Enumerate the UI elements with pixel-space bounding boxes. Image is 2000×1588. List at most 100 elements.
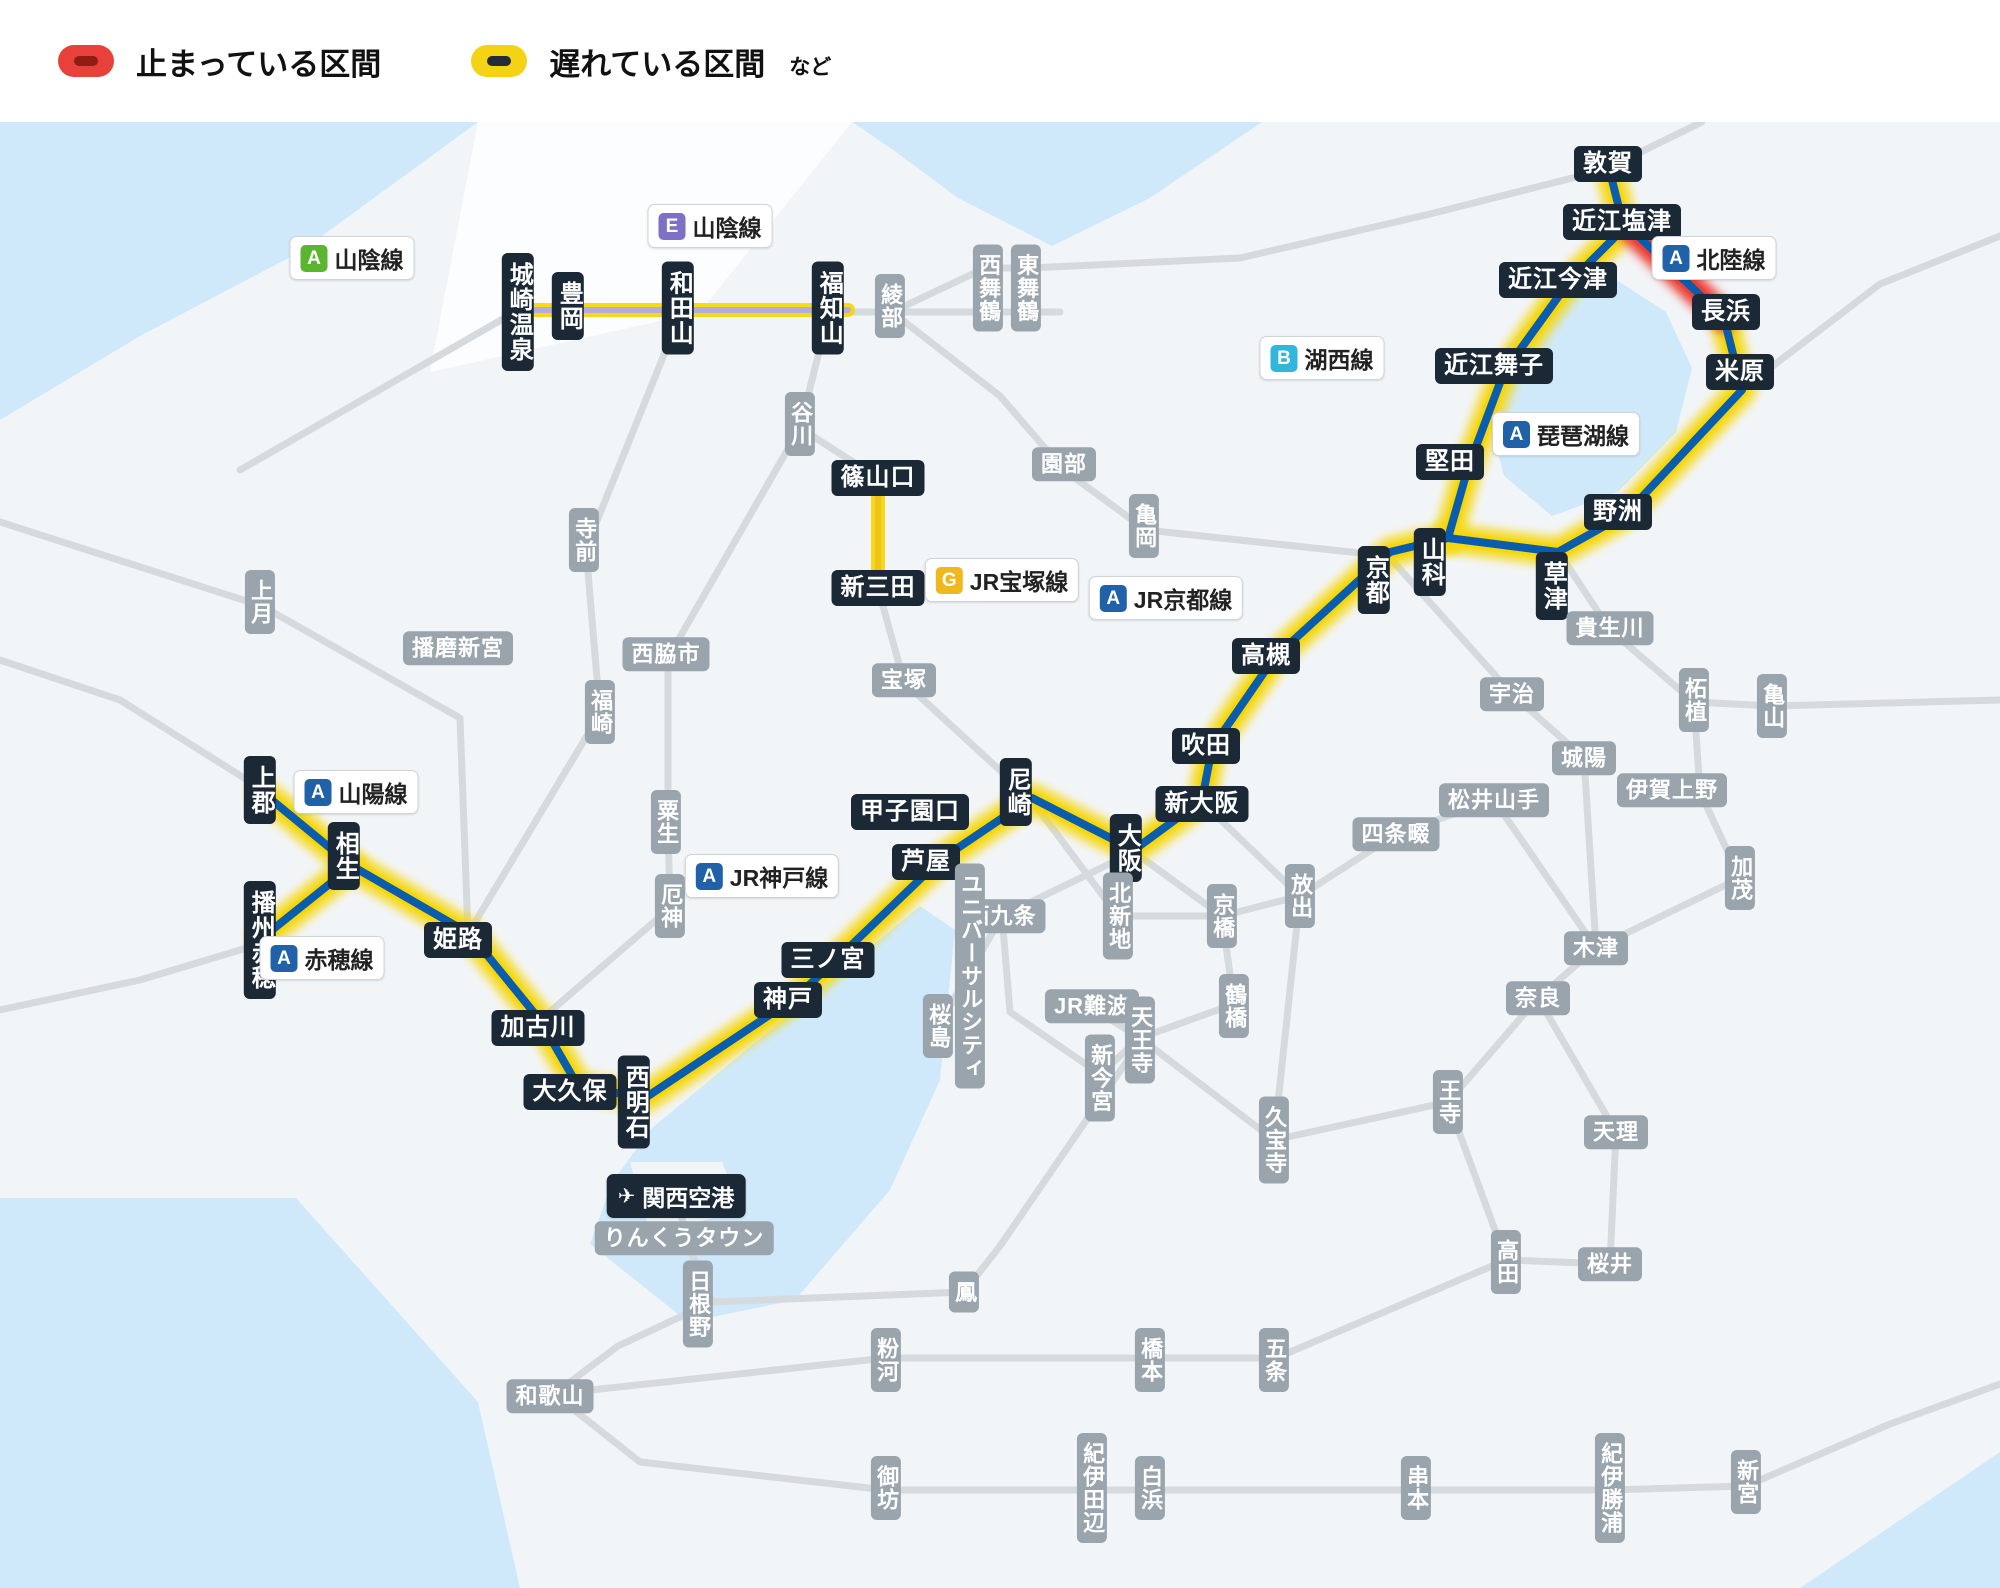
station-label-inactive: 谷川: [784, 392, 816, 456]
station-label-inactive: 加茂: [1724, 846, 1756, 910]
station-label-inactive: 亀山: [1756, 674, 1788, 738]
station-label-active: 福知山: [811, 261, 845, 355]
station-label-inactive: 粉河: [870, 1328, 902, 1392]
station-label-inactive: 福崎: [584, 680, 616, 744]
line-label-text: JR神戸線: [729, 865, 829, 891]
station-label-inactive: 白浜: [1134, 1456, 1166, 1520]
station-label-inactive: 新宮: [1730, 1450, 1762, 1514]
station-label-inactive: 紀伊勝浦: [1594, 1433, 1626, 1543]
line-label-biwako-a[interactable]: A 琵琶湖線: [1492, 412, 1640, 456]
station-label-inactive: 亀岡: [1128, 494, 1160, 558]
airplane-icon: ✈: [617, 1184, 636, 1208]
legend: 止まっている区間 遅れている区間 など: [0, 0, 2000, 122]
station-label-inactive: 園部: [1031, 447, 1097, 481]
delayed-section-icon: [471, 45, 528, 77]
station-label-inactive: 高田: [1490, 1230, 1522, 1294]
station-label-active: 城崎温泉: [501, 253, 535, 371]
line-label-text: JR京都線: [1133, 587, 1233, 613]
station-label-inactive: 東舞鶴: [1010, 244, 1042, 332]
station-label-active: 豊岡: [551, 272, 585, 340]
station-label-inactive: 木津: [1563, 931, 1629, 965]
sea-southwest: [0, 1198, 520, 1588]
line-symbol-A-icon: A: [304, 778, 332, 806]
line-label-text: 山陰線: [334, 247, 404, 273]
station-label-inactive: 久宝寺: [1258, 1096, 1290, 1184]
station-label-active: 敦賀: [1574, 146, 1642, 182]
line-label-text: 湖西線: [1304, 347, 1374, 373]
line-symbol-A-icon: A: [695, 862, 723, 890]
station-label-active: 新大阪: [1155, 786, 1249, 822]
line-label-text: 赤穂線: [304, 947, 374, 973]
station-label-active: 吹田: [1172, 728, 1240, 764]
station-label-inactive: 王寺: [1432, 1070, 1464, 1134]
station-label-inactive: 厄神: [654, 874, 686, 938]
station-label-inactive: 紀伊田辺: [1076, 1433, 1108, 1543]
station-label-inactive: 天王寺: [1124, 996, 1156, 1084]
station-label-active: 和田山: [661, 261, 695, 355]
station-label-inactive: 伊賀上野: [1616, 773, 1728, 807]
station-label-active: 米原: [1706, 354, 1774, 390]
station-label-active: 大阪: [1109, 814, 1143, 882]
station-label-inactive: 御坊: [870, 1456, 902, 1520]
station-label-active: 篠山口: [831, 460, 925, 496]
station-label-inactive: 四条畷: [1352, 817, 1440, 851]
station-label-active: 草津: [1535, 552, 1569, 620]
station-label-active: 新三田: [831, 570, 925, 606]
line-symbol-A-icon: A: [300, 244, 328, 272]
line-symbol-E-icon: E: [658, 212, 686, 240]
station-label-inactive: 粟生: [650, 790, 682, 854]
station-label-active: 堅田: [1416, 444, 1484, 480]
station-label-active: 高槻: [1232, 638, 1300, 674]
line-symbol-A-icon: A: [1662, 244, 1690, 272]
station-label-active: 近江塩津: [1563, 204, 1681, 240]
station-label-inactive: 桜島: [922, 994, 954, 1058]
station-label-inactive: 橋本: [1134, 1328, 1166, 1392]
legend-delayed-label: 遅れている区間: [549, 46, 766, 82]
station-label-inactive: 京橋: [1206, 884, 1238, 948]
station-label-active: 野洲: [1584, 494, 1652, 530]
station-label-inactive: 日根野: [682, 1260, 714, 1348]
station-label-active: 西明石: [617, 1055, 651, 1149]
station-label-inactive: 松井山手: [1438, 783, 1550, 817]
station-label-active: 三ノ宮: [781, 942, 875, 978]
line-label-text: 琵琶湖線: [1537, 423, 1629, 449]
station-label-inactive: りんくうタウン: [594, 1221, 774, 1255]
station-label-inactive: 寺前: [568, 508, 600, 572]
line-label-text: JR宝塚線: [969, 569, 1069, 595]
station-label-active: 大久保: [523, 1074, 617, 1110]
station-label-active: 芦屋: [892, 844, 960, 880]
line-symbol-G-icon: G: [935, 566, 963, 594]
sea-wakasa-bay: [852, 122, 1262, 246]
station-label-active: 京都: [1357, 546, 1391, 614]
station-label-inactive: 宇治: [1479, 677, 1545, 711]
station-label-active: 近江舞子: [1435, 348, 1553, 384]
line-label-text: 山陽線: [338, 781, 408, 807]
station-label-inactive: 新今宮: [1084, 1034, 1116, 1122]
station-label-active: 山科: [1413, 528, 1447, 596]
station-label-inactive: 鶴橋: [1218, 974, 1250, 1038]
line-label-kansai-airport[interactable]: ✈関西空港: [606, 1174, 746, 1218]
station-label-inactive: 貴生川: [1566, 611, 1654, 645]
station-label-inactive: JR難波: [1044, 989, 1140, 1023]
station-label-inactive: ユニバーサルシティ: [954, 863, 986, 1089]
station-label-inactive: 鳳: [948, 1271, 980, 1313]
station-label-inactive: 串本: [1400, 1456, 1432, 1520]
line-label-text: 関西空港: [642, 1185, 735, 1211]
legend-delayed-suffix: など: [789, 55, 832, 79]
station-label-inactive: 西舞鶴: [972, 244, 1004, 332]
station-label-inactive: 和歌山: [506, 1379, 594, 1413]
line-symbol-A-icon: A: [1503, 420, 1530, 448]
station-label-active: 長浜: [1692, 294, 1760, 330]
station-label-inactive: 宝塚: [871, 663, 937, 697]
